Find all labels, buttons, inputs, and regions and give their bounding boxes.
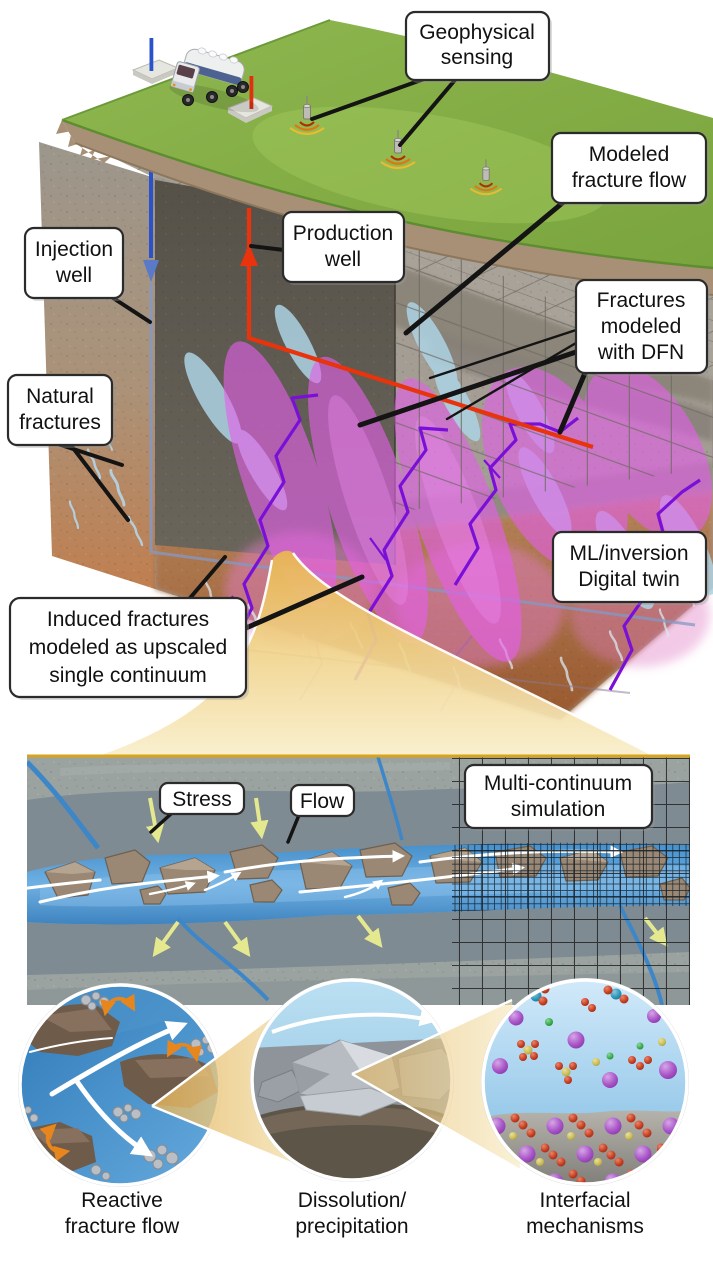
grass-top — [62, 20, 713, 268]
label-text: single continuum — [49, 664, 207, 687]
caption-interfacial: Interfacial — [539, 1189, 630, 1212]
fine-grid-overlay — [452, 842, 690, 912]
label-geophysical-sensing: Geophysical sensing — [404, 10, 552, 83]
caption-dissolution: precipitation — [295, 1215, 408, 1238]
leader-induced-1 — [188, 555, 227, 600]
production-arrow-up — [240, 244, 258, 266]
label-text: fractures — [19, 411, 101, 434]
label-text: sensing — [441, 46, 513, 69]
injection-well-line — [143, 168, 159, 282]
caption-interfacial: mechanisms — [526, 1215, 644, 1238]
dissolution-flow-arrow — [271, 1009, 437, 1034]
label-text: ML/inversion — [569, 542, 688, 565]
leader-dfn-3 — [357, 349, 579, 428]
caption-reactive: fracture flow — [65, 1215, 180, 1238]
leader-natural-1 — [56, 442, 124, 467]
label-modeled-fracture-flow: Modeled fracture flow — [550, 131, 709, 206]
label-text: Induced fractures — [47, 608, 209, 631]
leader-dfn-1 — [428, 328, 578, 380]
label-text: modeled as upscaled — [29, 636, 227, 659]
label-fractures-dfn: Fractures modeled with DFN — [574, 278, 710, 376]
label-text: Fractures — [597, 289, 686, 312]
leader-lines — [56, 77, 588, 844]
injection-arrow-down — [143, 260, 159, 282]
reaction-arrows — [39, 993, 202, 1162]
well-pad-injection — [131, 38, 180, 84]
truck-icon — [169, 47, 259, 113]
label-text: simulation — [511, 798, 606, 821]
rubble-piles — [24, 991, 218, 1181]
injection-wellhead-marker — [149, 38, 154, 71]
label-text: Modeled — [589, 143, 670, 166]
label-ml-digital-twin: ML/inversion Digital twin — [551, 530, 709, 605]
wedge-connector-2 — [351, 998, 521, 1172]
leader-production — [249, 244, 286, 252]
label-text: Geophysical — [419, 21, 535, 44]
label-stress: Stress — [158, 781, 246, 816]
leader-natural-2 — [68, 442, 130, 522]
label-natural-fractures: Natural fractures — [6, 373, 115, 448]
circle-interfacial-mechanisms — [481, 978, 689, 1186]
circle-reactive-fracture-flow — [18, 983, 222, 1187]
label-text: Injection — [35, 238, 113, 261]
label-production-well: Production well — [281, 210, 407, 285]
leader-geophysical-2 — [398, 78, 457, 147]
label-text: modeled — [601, 315, 682, 338]
label-text: Stress — [172, 788, 232, 811]
caption-dissolution: Dissolution/ — [298, 1189, 407, 1212]
soil-underside — [62, 120, 713, 295]
aqueous-species — [492, 984, 677, 1088]
leader-stress — [149, 811, 174, 834]
label-text: well — [324, 248, 361, 271]
leader-flow — [286, 813, 301, 844]
label-text: well — [55, 264, 92, 287]
label-flow: Flow — [289, 783, 356, 818]
label-injection-well: Injection well — [23, 226, 126, 301]
label-text: fracture flow — [572, 169, 687, 192]
label-text: with DFN — [597, 341, 684, 364]
callout-labels: Geophysical sensing Modeled fracture flo… — [6, 10, 710, 831]
leader-modeled-flow — [403, 197, 569, 336]
label-text: Digital twin — [578, 568, 680, 591]
leader-induced-2 — [243, 574, 365, 631]
label-multi-continuum: Multi-continuum simulation — [463, 763, 655, 831]
reactive-flow-arrows — [29, 1020, 188, 1157]
circle-captions: Reactive fracture flow Dissolution/ prec… — [65, 1189, 644, 1238]
production-wellhead-marker — [249, 76, 254, 109]
label-text: Natural — [26, 385, 94, 408]
label-text: Production — [293, 222, 393, 245]
production-well-line — [240, 208, 594, 450]
leader-dfn-2 — [445, 341, 578, 421]
leader-geophysical-1 — [310, 77, 426, 121]
label-induced-fractures: Induced fractures modeled as upscaled si… — [8, 596, 249, 700]
leader-dfn-4 — [557, 370, 588, 435]
simulation-panel — [27, 754, 690, 1005]
caption-reactive: Reactive — [81, 1189, 163, 1212]
well-pad-production — [226, 76, 274, 123]
label-text: Flow — [300, 790, 345, 813]
label-text: Multi-continuum — [484, 772, 632, 795]
surface-slab — [56, 19, 713, 296]
